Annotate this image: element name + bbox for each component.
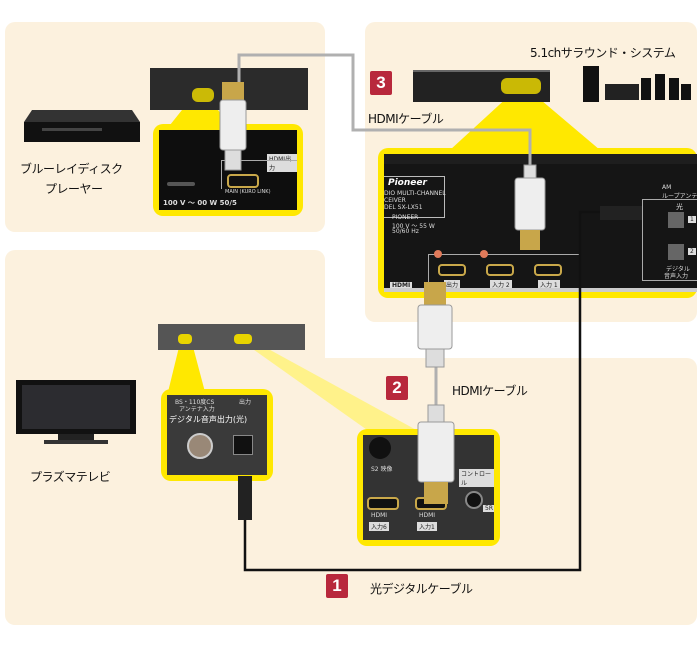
bd-hdmi-out-label: HDMI出力: [267, 154, 297, 172]
receiver-hdmi-label: HDMI: [390, 282, 413, 289]
optical-port-number: 1: [688, 216, 696, 223]
optical-label: 光: [676, 203, 683, 211]
receiver-hdmi-out: [438, 264, 466, 276]
optical-plug-icon: [238, 206, 642, 520]
receiver-rating: PIONEER: [392, 214, 419, 221]
tv-optical-port: [233, 435, 253, 455]
bd-player-label-2: プレーヤー: [45, 182, 103, 196]
antenna-label: アンテナ入力: [179, 406, 215, 413]
bd-port-label: MAIN (KURO LINK): [225, 189, 271, 195]
port-label: 入力 1: [538, 280, 560, 289]
tv-optical-out-label: デジタル音声出力(光): [169, 415, 248, 424]
bd-hdmi-port: [227, 174, 259, 188]
control-label: コントロール: [459, 469, 494, 487]
tv-rear-panel: [158, 324, 305, 350]
receiver-brand: Pioneer: [388, 178, 427, 188]
receiver-optical-1: [668, 212, 684, 228]
bd-power-rating: 100 V ～ 00 W 50/5: [163, 199, 237, 207]
receiver-model-line: CEIVER: [384, 197, 406, 204]
antenna-port: [187, 433, 213, 459]
am-antenna-label: ループアンテナ: [662, 193, 697, 200]
am-antenna-label: AM: [662, 184, 672, 191]
step-3-label: HDMIケーブル: [368, 112, 444, 126]
speaker-system-image: [583, 66, 691, 102]
sr-label: 5R: [483, 505, 494, 512]
receiver-hdmi-in-2: [486, 264, 514, 276]
hdmi-label: HDMI: [371, 512, 388, 519]
hdmi-plug-icon: [417, 404, 455, 504]
receiver-model-line: DIO MULTI-CHANNEL: [384, 190, 446, 197]
hdmi-port-label: 入力1: [417, 522, 437, 531]
hdmi-plug-icon: [219, 82, 247, 171]
step-1-label: 光デジタルケーブル: [370, 582, 473, 596]
hdmi-plug-icon: [514, 164, 546, 250]
hdmi-label: HDMI: [419, 512, 436, 519]
receiver-rating: 100 V ～ 55 W: [392, 223, 435, 230]
s2-label: S2 映像: [371, 466, 393, 473]
surround-label: 5.1chサラウンド・システム: [530, 46, 676, 60]
receiver-rating: 50/60 Hz: [392, 228, 419, 235]
hdmi-plug-icon: [417, 282, 453, 368]
optical-port-number: 2: [688, 248, 696, 255]
plasma-tv-image: [16, 380, 136, 444]
digital-in-label: 音声入力: [664, 273, 689, 280]
port-label: 入力 2: [490, 280, 512, 289]
bd-player-label-1: ブルーレイディスク: [20, 162, 123, 176]
tv-hdmi-in-6: [367, 497, 399, 510]
hdmi-port-label: 入力6: [369, 522, 389, 531]
step-2-badge: 2: [386, 376, 408, 400]
hdmi-cable-bd-receiver: [237, 53, 532, 170]
out-label: 出力: [239, 399, 252, 406]
digital-in-label: デジタル: [666, 266, 690, 273]
receiver-hdmi-in-1: [534, 264, 562, 276]
control-out-label: 出力: [467, 481, 480, 488]
port-label: 出力: [444, 280, 461, 289]
step-3-badge: 3: [370, 71, 392, 95]
receiver-image: [413, 70, 550, 102]
bd-player-image: [24, 110, 140, 142]
step-2-label: HDMIケーブル: [452, 384, 528, 398]
receiver-model-line: DEL SX-LX51: [384, 204, 423, 211]
antenna-label: BS・110度CS: [175, 399, 215, 406]
receiver-optical-2: [668, 244, 684, 260]
tv-optical-zoom: BS・110度CS アンテナ入力 出力 デジタル音声出力(光): [161, 389, 273, 481]
tv-label: プラズマテレビ: [30, 470, 111, 484]
optical-cable: [243, 210, 600, 572]
step-1-badge: 1: [326, 574, 348, 598]
